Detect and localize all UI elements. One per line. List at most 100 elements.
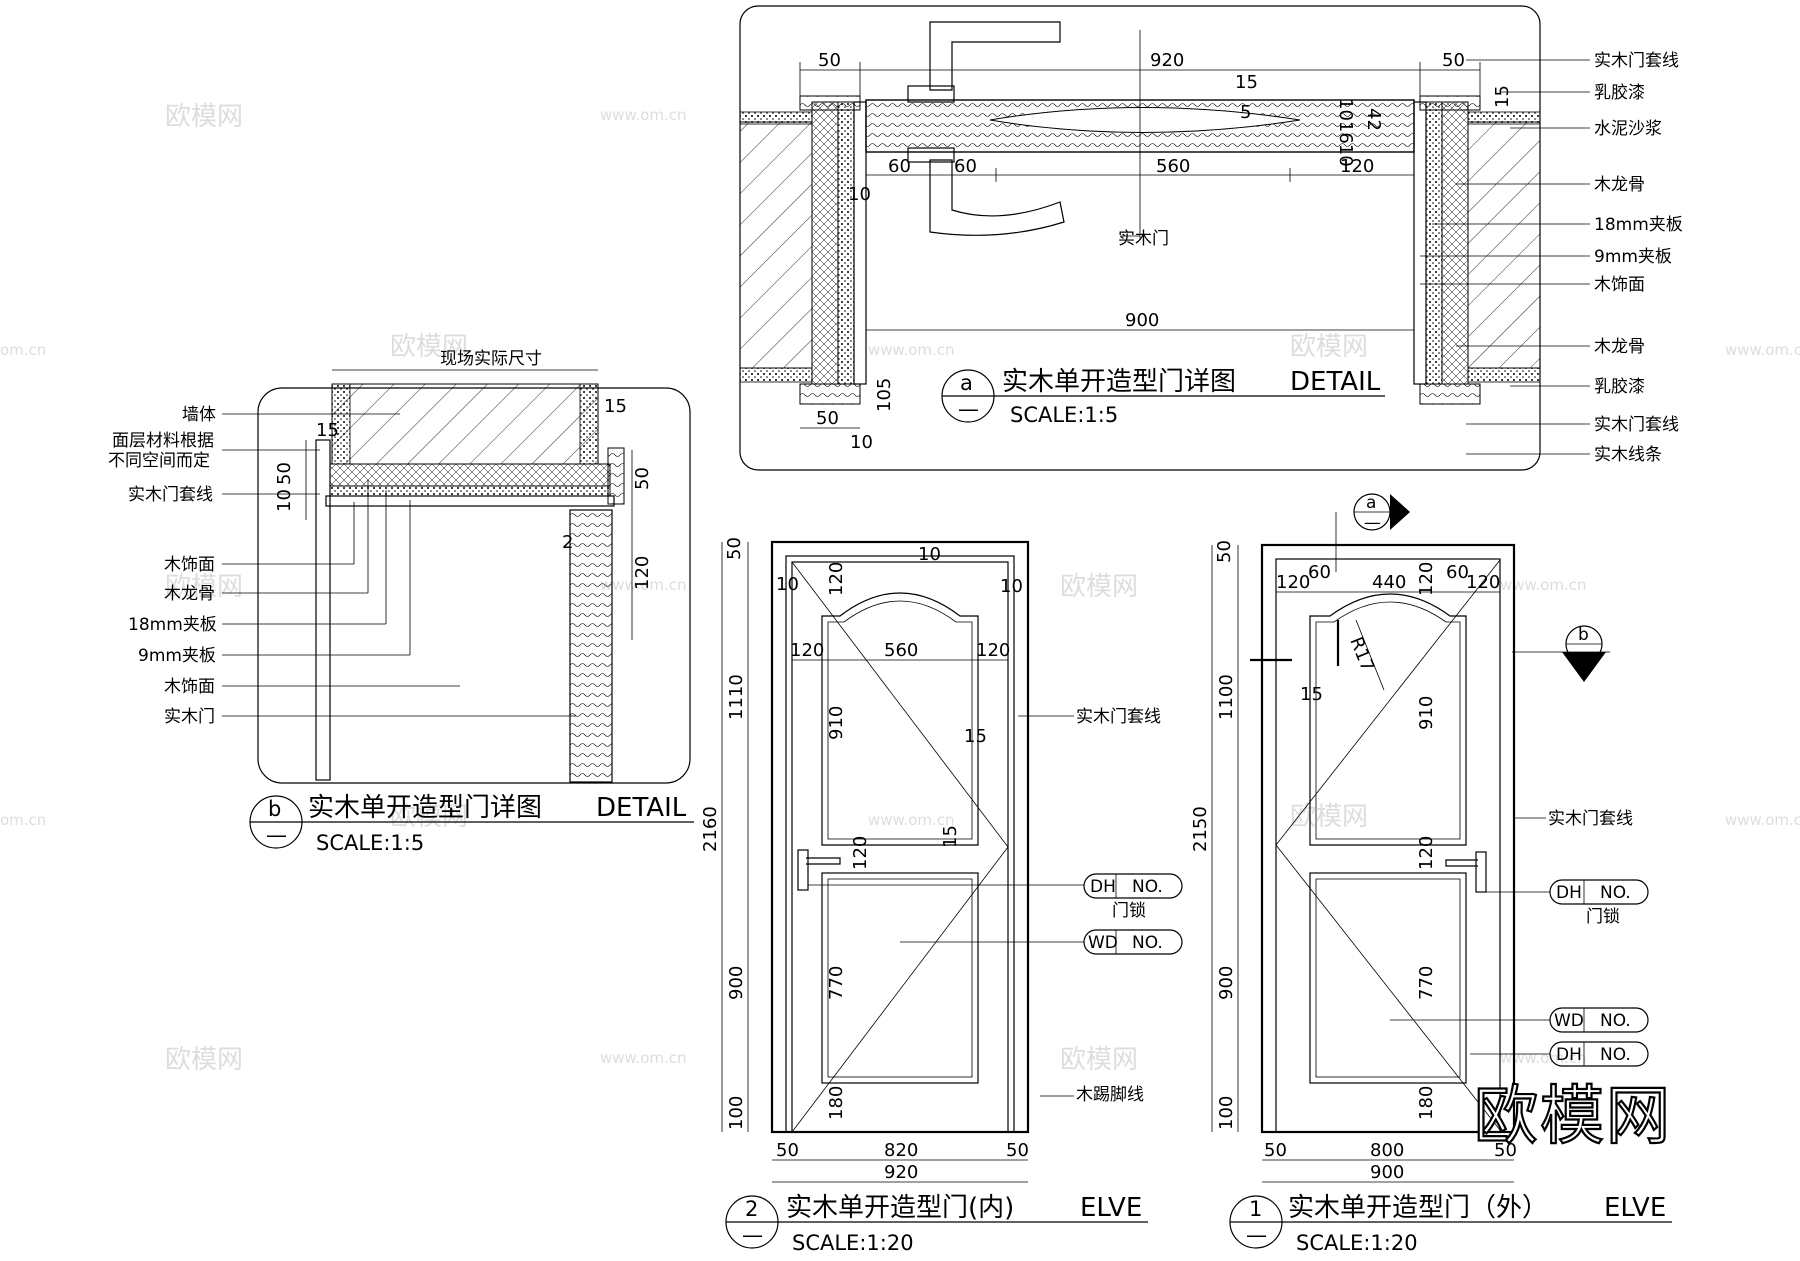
watermark-layer: 欧模网 www.om.cn 欧模网 www.om.cn 欧模网 om.cn ww… <box>0 102 1800 1075</box>
dim-text: 100 <box>726 1096 747 1130</box>
upper-panel <box>1309 593 1467 846</box>
casing <box>315 439 331 781</box>
marker-number: 1 <box>1249 1197 1262 1221</box>
material-label: 9mm夹板 <box>138 646 216 666</box>
right-wall-concrete <box>1467 121 1541 369</box>
frame-label: 实木门套线 <box>1548 809 1633 829</box>
dim-text: 50 <box>1442 50 1465 71</box>
tag-code: WD <box>1554 1011 1584 1031</box>
swing-indicator <box>1275 559 1501 1131</box>
dim-text: 15 <box>604 396 627 417</box>
dim-text: 120 <box>850 836 871 870</box>
dim-text: 440 <box>1372 572 1406 593</box>
material-label: 木饰面 <box>164 555 215 575</box>
dim-text: 60 <box>1446 562 1469 583</box>
dim-text: 50 <box>818 50 841 71</box>
dim-text: 770 <box>826 966 847 1000</box>
door-frame-outer <box>1260 543 1516 1134</box>
dim-text: 120 <box>790 640 824 661</box>
door-panel-bevel <box>989 107 1301 133</box>
casing-profile <box>607 447 625 505</box>
marker-sub: — <box>1246 1223 1267 1247</box>
dim-text: R17 <box>1345 634 1378 675</box>
dim-text: 10 <box>274 489 295 512</box>
dim-text: 120 <box>632 556 653 590</box>
material-label: 木龙骨 <box>1594 175 1645 195</box>
material-label: 面层材料根据 <box>112 431 214 451</box>
tag-wd <box>1549 1007 1649 1033</box>
dim-text: 5 <box>1240 102 1251 123</box>
dim-text: 1110 <box>726 674 747 720</box>
lock-label: 门锁 <box>1586 907 1620 927</box>
tag-dh-2 <box>1549 1041 1649 1067</box>
lock-label: 门锁 <box>1112 901 1146 921</box>
marker-letter: a <box>960 371 973 395</box>
marker-letter: b <box>268 797 281 821</box>
dim-text: 50 <box>1494 1140 1517 1161</box>
dim-text: 60 <box>1308 562 1331 583</box>
ref-letter: a <box>1366 493 1376 513</box>
watermark-url: www.om.cn <box>600 576 687 594</box>
watermark: 欧模网 <box>1290 802 1368 832</box>
right-casing-top <box>1419 95 1481 111</box>
corner-logo: 欧模网 <box>1474 1080 1672 1154</box>
dim-text: 560 <box>884 640 918 661</box>
dim-text: 15 <box>964 726 987 747</box>
elevation-title-en: ELVE <box>1080 1193 1142 1223</box>
tag-code: DH <box>1556 883 1582 903</box>
handle-top <box>929 21 1061 91</box>
dim-text: 15 <box>940 825 961 848</box>
dim-text: 50 <box>632 467 653 490</box>
dim-text: 10 <box>848 184 871 205</box>
right-veneer <box>1413 101 1427 385</box>
section-arrow <box>1562 652 1606 682</box>
dim-text: 820 <box>884 1140 918 1161</box>
lower-panel <box>1309 872 1467 1084</box>
dim-text: 120 <box>1276 572 1310 593</box>
tag-code: DH <box>1090 877 1116 897</box>
right-plywood <box>1425 101 1443 385</box>
dim-text: 120 <box>1416 836 1437 870</box>
dim-text: 900 <box>1216 966 1237 1000</box>
dim-text: 120 <box>1466 572 1500 593</box>
left-plywood <box>837 101 855 385</box>
dim-text: 900 <box>726 966 747 1000</box>
material-label: 实木门套线 <box>1594 51 1679 71</box>
dim-text: 2 <box>562 532 573 553</box>
dim-text: 50 <box>1006 1140 1029 1161</box>
elevation-title: 实木单开造型门(内) <box>786 1193 1014 1223</box>
watermark-url: www.om.cn <box>1500 576 1587 594</box>
dim-text: 15 <box>316 420 339 441</box>
dim-text: 15 <box>1300 684 1323 705</box>
watermark: 欧模网 <box>165 572 243 602</box>
swing-indicator <box>791 561 1009 1133</box>
detail-a-labels: 实木门套线 乳胶漆 水泥沙浆 木龙骨 18mm夹板 9mm夹板 木饰面 木龙骨 … <box>1420 51 1683 465</box>
ref-sub: — <box>1364 513 1381 533</box>
left-keel <box>811 101 839 385</box>
dim-text: 900 <box>1370 1162 1404 1183</box>
tag-no: NO. <box>1132 877 1163 897</box>
lower-panel <box>821 872 979 1084</box>
left-veneer <box>853 101 867 385</box>
material-label: 乳胶漆 <box>1594 83 1645 103</box>
tag-dh <box>1083 873 1183 899</box>
right-mortar-bottom <box>1467 367 1541 383</box>
plywood-layer <box>329 485 611 497</box>
watermark-url: www.om.cn <box>1725 811 1800 829</box>
elevation-1: a — b — 50 1100 2150 900 100 120 60 440 … <box>1190 493 1672 1255</box>
dim-note: 现场实际尺寸 <box>440 349 542 369</box>
detail-scale: SCALE:1:5 <box>316 831 424 855</box>
dim-text: 900 <box>1125 310 1159 331</box>
dim-text: 920 <box>1150 50 1184 71</box>
dim-text: 60 <box>888 156 911 177</box>
right-mortar <box>1467 111 1541 125</box>
tag-code: WD <box>1088 933 1118 953</box>
material-label: 木龙骨 <box>1594 337 1645 357</box>
ref-letter: b <box>1578 625 1589 645</box>
material-label: 实木门套线 <box>128 485 213 505</box>
detail-scale: SCALE:1:5 <box>1010 403 1118 427</box>
dim-text: 120 <box>976 640 1010 661</box>
door-frame-outer <box>770 540 1030 1134</box>
keel-layer <box>329 463 611 487</box>
